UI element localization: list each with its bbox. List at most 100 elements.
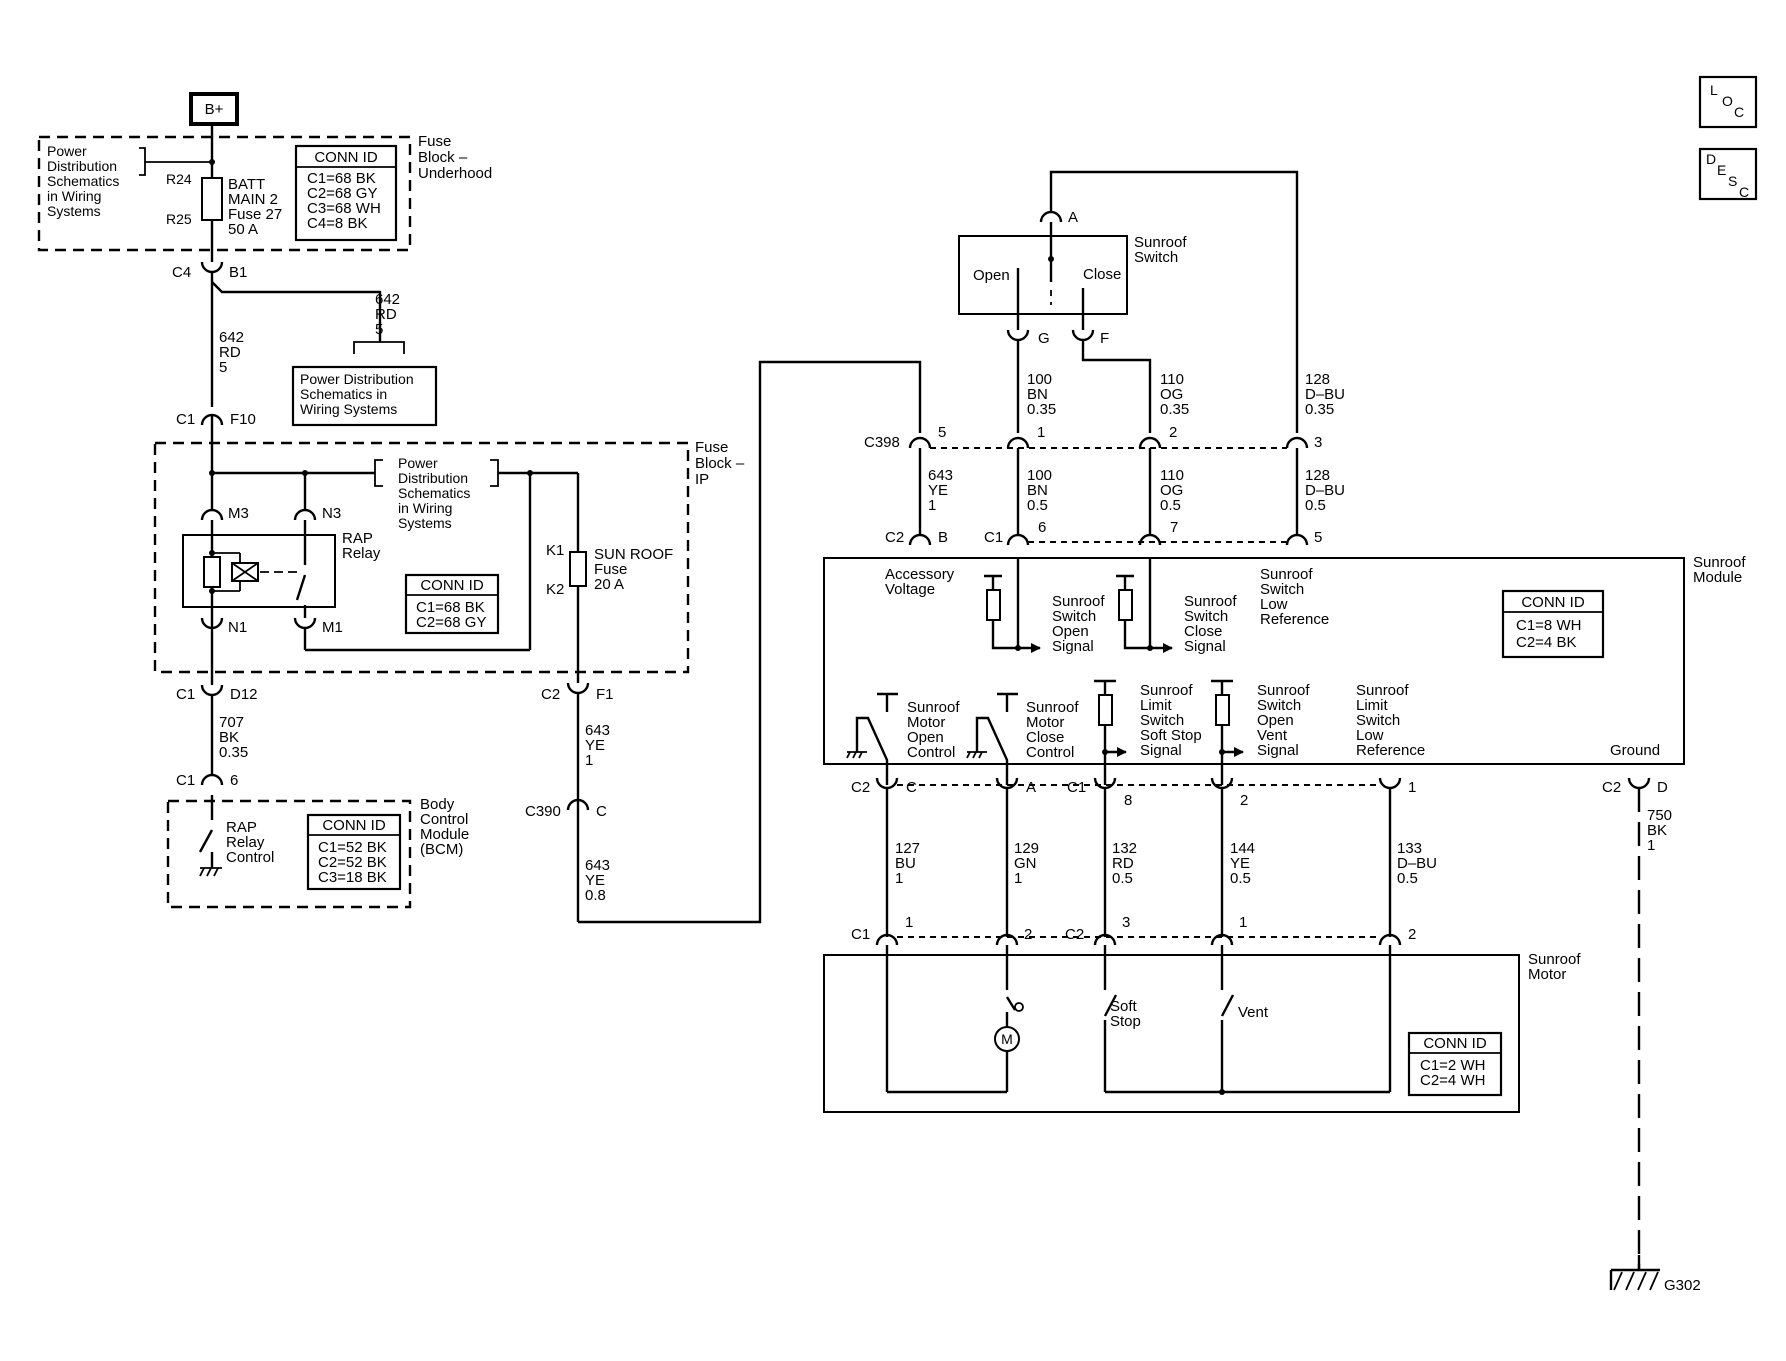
svg-text:F1: F1 [596,686,614,703]
svg-text:0.5: 0.5 [1027,497,1048,514]
svg-text:in Wiring: in Wiring [398,500,452,516]
conn-id-bcm: CONN ID C1=52 BK C2=52 BK C3=18 BK [306,813,402,891]
motor-connectors: C1 1 2 C2 3 1 2 [851,914,1416,946]
svg-text:Control: Control [1026,744,1074,761]
svg-text:Fuse: Fuse [695,439,728,456]
svg-text:0.5: 0.5 [1397,870,1418,887]
svg-text:Signal: Signal [1140,742,1182,759]
svg-text:C2=4 BK: C2=4 BK [1516,634,1576,651]
svg-text:Sunroof: Sunroof [1257,682,1310,699]
loc-icon[interactable]: L O C [1698,75,1758,129]
svg-text:Body: Body [420,796,455,813]
svg-text:Control: Control [907,744,955,761]
svg-text:2: 2 [1169,424,1177,441]
svg-text:Open: Open [1257,712,1294,729]
svg-text:0.35: 0.35 [1160,401,1189,418]
module-top-connectors: C2 B C1 6 7 5 [885,519,1322,546]
module-bottom-connectors: C2 C A C1 8 2 1 C2 D [851,777,1668,809]
svg-text:C1: C1 [984,529,1003,546]
svg-text:643: 643 [585,857,610,874]
svg-text:100: 100 [1027,371,1052,388]
fuse-block-underhood-title: Fuse [418,133,451,150]
sunroof-fuse [569,551,587,587]
svg-text:2: 2 [1024,926,1032,943]
svg-text:C398: C398 [864,434,900,451]
svg-text:Module: Module [1693,569,1742,586]
svg-text:Soft: Soft [1110,998,1138,1015]
svg-text:YE: YE [1230,855,1250,872]
svg-text:C1: C1 [176,772,195,789]
svg-text:Signal: Signal [1184,638,1226,655]
svg-text:C2=4 WH: C2=4 WH [1420,1072,1485,1089]
svg-text:Accessory: Accessory [885,566,955,583]
svg-text:YE: YE [928,482,948,499]
svg-text:6: 6 [1038,519,1046,536]
svg-text:Voltage: Voltage [885,581,935,598]
desc-icon[interactable]: D E S C [1698,147,1758,201]
svg-text:C1: C1 [1067,779,1086,796]
svg-text:C1=8 WH: C1=8 WH [1516,617,1581,634]
svg-text:Vent: Vent [1238,1004,1269,1021]
svg-text:110: 110 [1160,467,1184,484]
svg-text:RAP: RAP [226,819,257,836]
svg-text:Ground: Ground [1610,742,1660,759]
svg-text:643: 643 [585,722,610,739]
svg-text:Limit: Limit [1356,697,1389,714]
svg-text:C1=68 BK: C1=68 BK [416,599,485,616]
svg-text:BATT: BATT [228,176,265,193]
svg-text:C1=2 WH: C1=2 WH [1420,1057,1485,1074]
svg-text:127: 127 [895,840,920,857]
svg-text:C2: C2 [1065,926,1084,943]
svg-text:110: 110 [1160,371,1184,388]
svg-text:S: S [1728,173,1737,189]
svg-text:(BCM): (BCM) [420,841,463,858]
svg-text:C1: C1 [176,686,195,703]
svg-text:0.8: 0.8 [585,887,606,904]
svg-text:C3=68 WH: C3=68 WH [307,200,381,217]
svg-text:C: C [1734,104,1744,120]
svg-text:CONN ID: CONN ID [420,577,484,594]
svg-text:C2: C2 [885,529,904,546]
svg-text:642: 642 [375,291,400,308]
svg-text:128: 128 [1305,467,1330,484]
svg-text:Reference: Reference [1260,611,1329,628]
svg-text:C: C [906,779,917,796]
svg-text:Stop: Stop [1110,1013,1141,1030]
body-control-module: Body Control Module (BCM) RAP Relay Cont… [166,795,469,909]
svg-text:Soft Stop: Soft Stop [1140,727,1202,744]
svg-text:B: B [938,529,948,546]
svg-text:0.35: 0.35 [1027,401,1056,418]
svg-text:Control: Control [226,849,274,866]
svg-text:G: G [1038,330,1050,347]
svg-text:Switch: Switch [1052,608,1096,625]
svg-text:D12: D12 [230,686,258,703]
svg-text:Reference: Reference [1356,742,1425,759]
svg-text:Block –: Block – [418,149,468,166]
conn-id-module: CONN ID C1=8 WH C2=4 BK [1501,589,1605,659]
svg-text:C2=68 GY: C2=68 GY [307,185,377,202]
svg-text:Open: Open [1052,623,1089,640]
svg-text:M3: M3 [228,505,249,522]
svg-text:B1: B1 [229,264,247,281]
svg-text:129: 129 [1014,840,1039,857]
svg-text:M: M [1001,1031,1013,1047]
svg-text:BU: BU [895,855,916,872]
svg-text:Fuse 27: Fuse 27 [228,206,282,223]
svg-text:C2=68 GY: C2=68 GY [416,614,486,631]
svg-text:C4: C4 [172,264,191,281]
svg-text:SUN ROOF: SUN ROOF [594,546,673,563]
svg-text:Sunroof: Sunroof [1134,234,1187,251]
connector-c398: C398 5 1 2 3 [864,424,1322,451]
svg-text:0.5: 0.5 [1305,497,1326,514]
svg-text:Wiring Systems: Wiring Systems [300,401,397,417]
svg-text:Schematics: Schematics [398,485,470,501]
svg-text:100: 100 [1027,467,1052,484]
svg-text:Switch: Switch [1134,249,1178,266]
svg-text:Power: Power [47,143,87,159]
svg-text:IP: IP [695,471,709,488]
svg-text:Close: Close [1184,623,1222,640]
svg-text:Sunroof: Sunroof [1184,593,1237,610]
svg-text:5: 5 [938,424,946,441]
svg-text:1: 1 [905,914,913,931]
svg-text:Sunroof: Sunroof [1052,593,1105,610]
